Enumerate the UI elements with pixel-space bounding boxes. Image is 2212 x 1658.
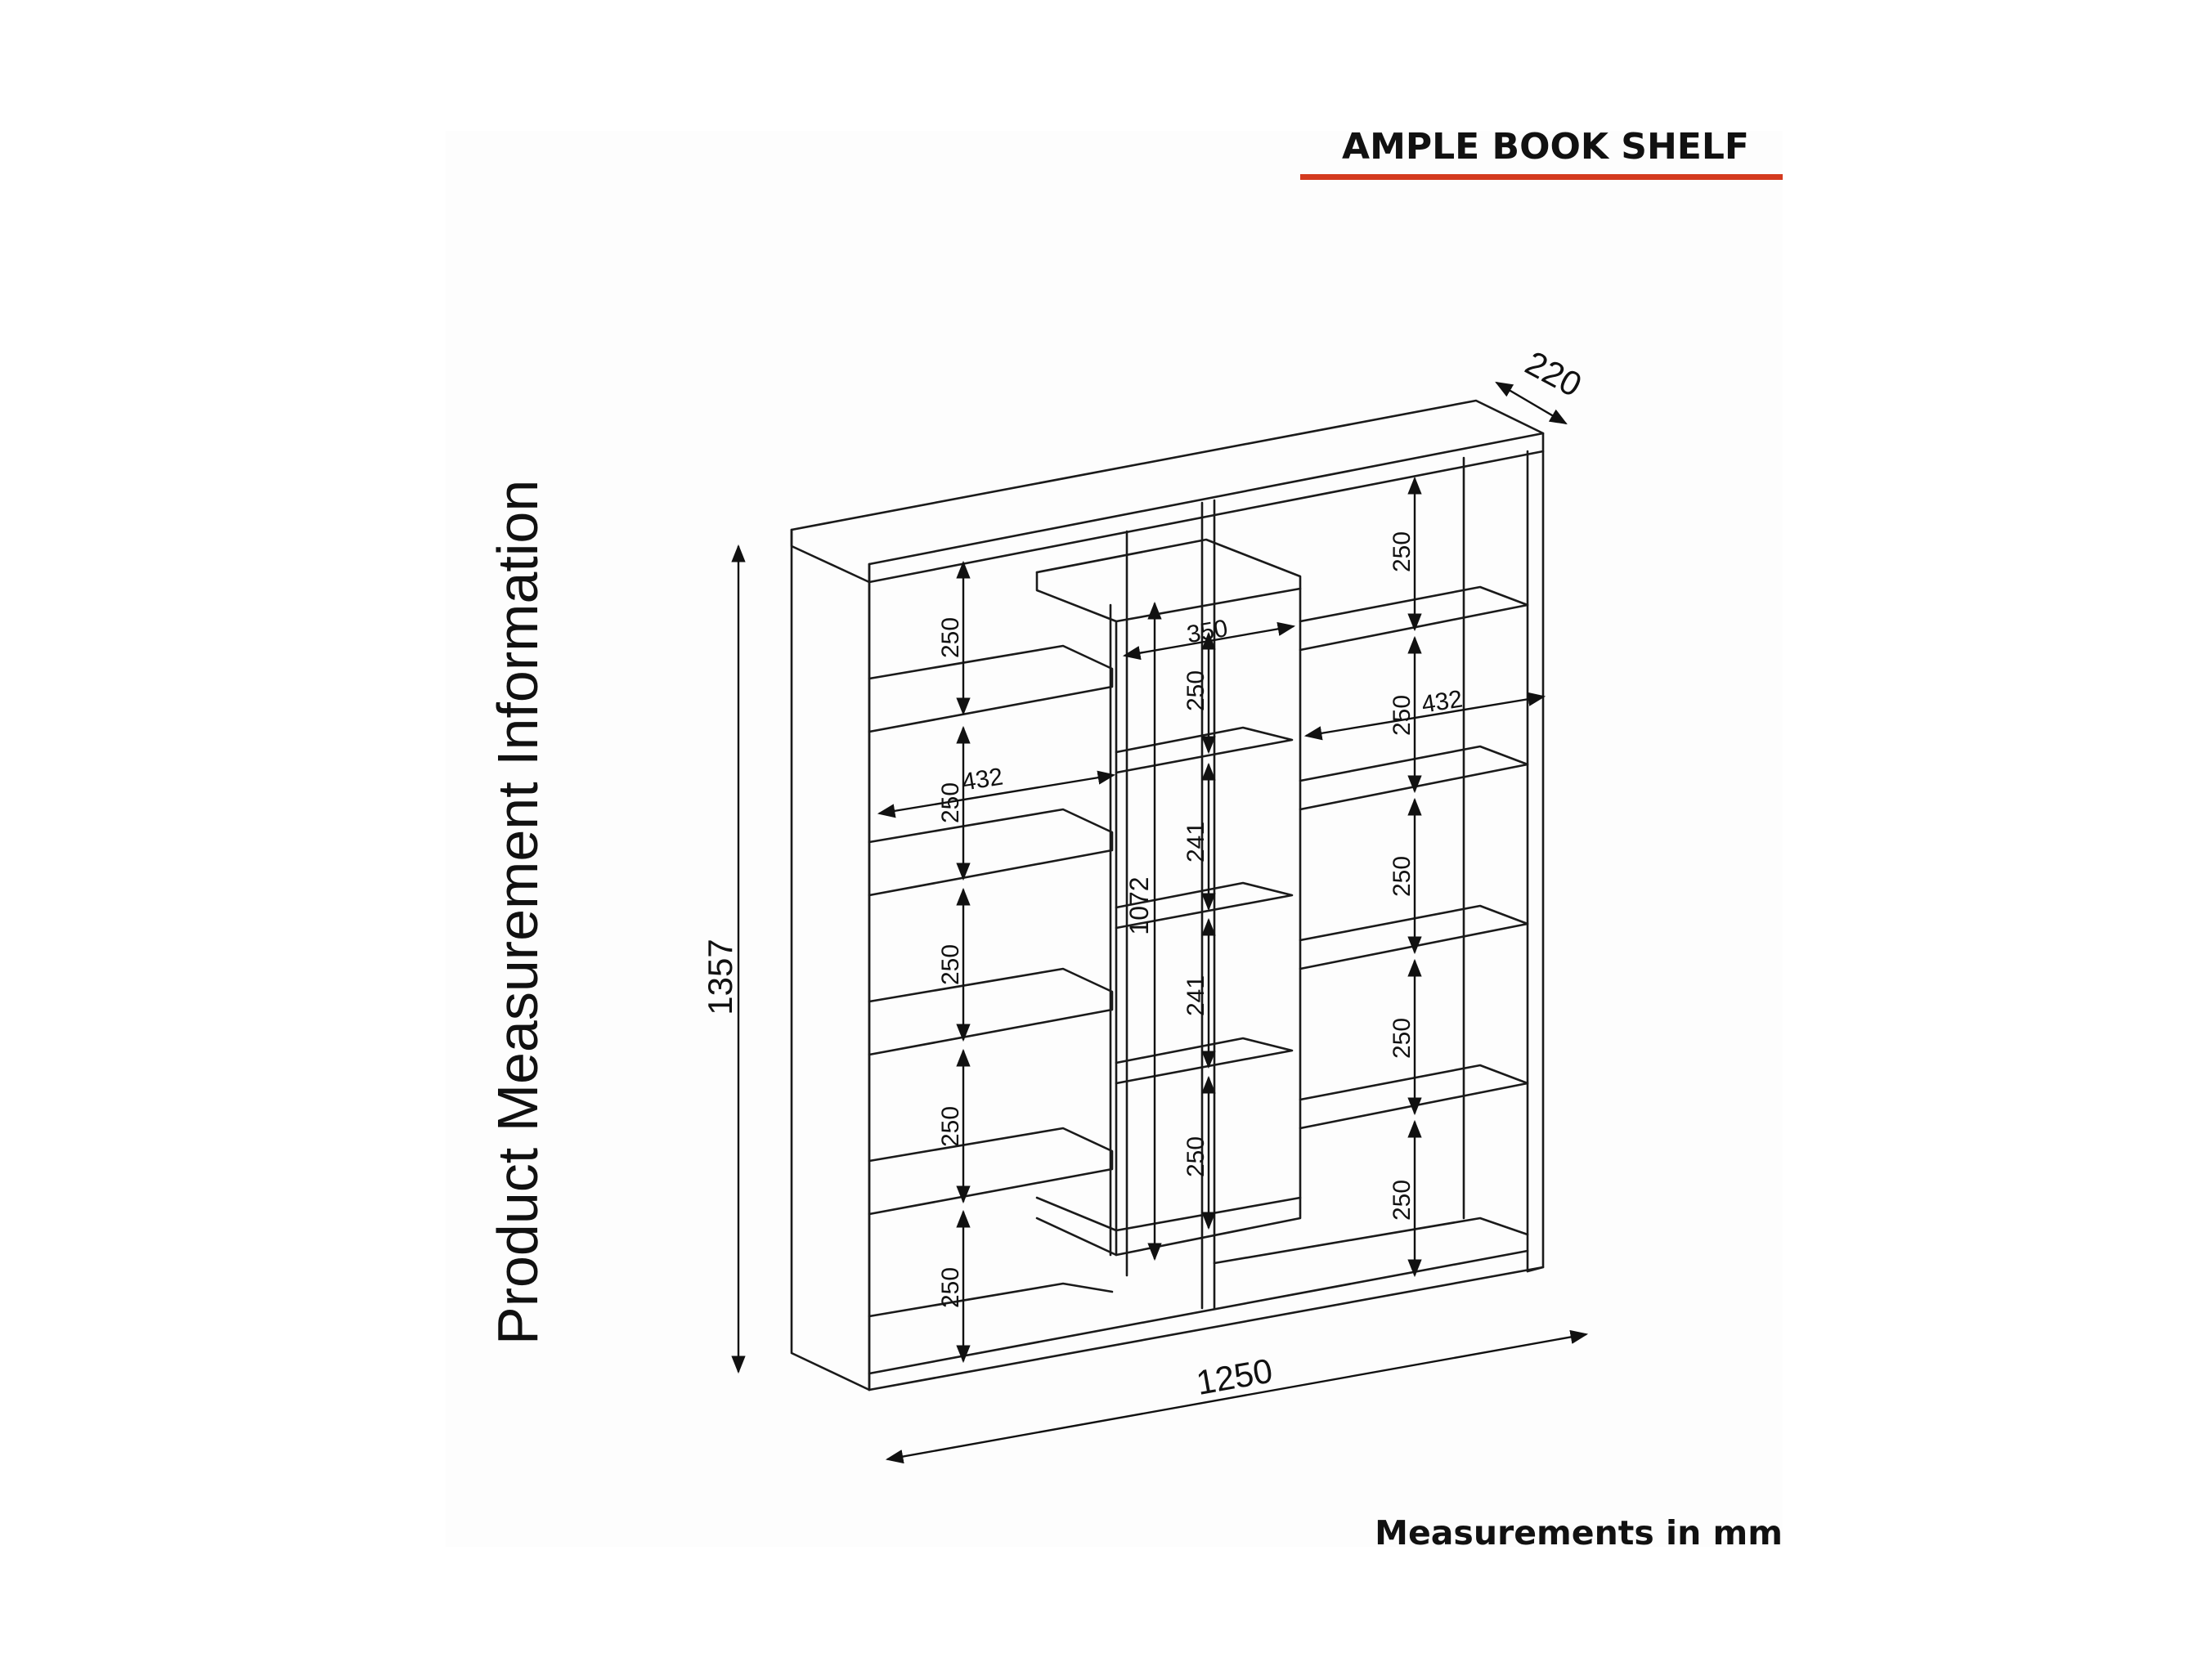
right-compartment-label-3: 250 [1389,856,1416,897]
drawing-panel [446,131,1783,1547]
left-compartment-label-1: 250 [937,617,964,658]
central-height-dimension: 1072 [1124,601,1162,1261]
central-width-label: 350 [1185,615,1230,648]
units-note: Measurements in mm [1375,1513,1783,1553]
central-height-label: 1072 [1124,876,1154,934]
depth-dimension: 220 [1495,343,1588,425]
right-compartment-dimensions: 250 250 250 250 250 [1389,476,1422,1278]
right-compartment-label-4: 250 [1389,1018,1416,1059]
left-compartment-label-2: 250 [937,782,964,823]
top-panel [790,399,1545,566]
right-compartment-label-5: 250 [1389,1180,1416,1221]
left-compartment-label-3: 250 [937,944,964,985]
right-shelf-width-dimension: 432 [1303,685,1546,741]
center-compartment-label-4: 250 [1182,1136,1209,1177]
center-compartment-label-1: 250 [1182,670,1209,711]
title-underline [1300,174,1783,180]
right-shelf-width-label: 432 [1420,685,1465,718]
right-compartment-label-1: 250 [1389,531,1416,572]
left-compartment-dimensions: 250 250 250 250 250 [937,560,971,1364]
overall-width-dimension: 1250 [885,1329,1589,1464]
center-compartment-label-2: 241 [1182,822,1209,863]
center-compartment-dimensions: 250 241 241 250 [1182,631,1216,1230]
right-shelves [1213,585,1529,1265]
left-shelf-width-dimension: 432 [877,763,1116,818]
overall-height-dimension: 1357 [701,544,746,1374]
left-shelves [868,644,1114,1318]
left-compartment-label-5: 250 [937,1267,964,1308]
left-side-panel [790,528,871,1391]
shelf-outline [790,399,1545,1391]
right-compartment-label-2: 250 [1389,695,1416,736]
central-column [1035,538,1302,1257]
depth-label: 220 [1519,343,1588,404]
left-shelf-width-label: 432 [960,763,1005,795]
right-side-panel [1526,432,1545,1273]
overall-height-label: 1357 [701,939,739,1015]
product-title: AMPLE BOOK SHELF [1342,126,1749,168]
overall-width-label: 1250 [1193,1351,1275,1402]
center-compartment-label-3: 241 [1182,975,1209,1016]
left-compartment-label-4: 250 [937,1106,964,1147]
